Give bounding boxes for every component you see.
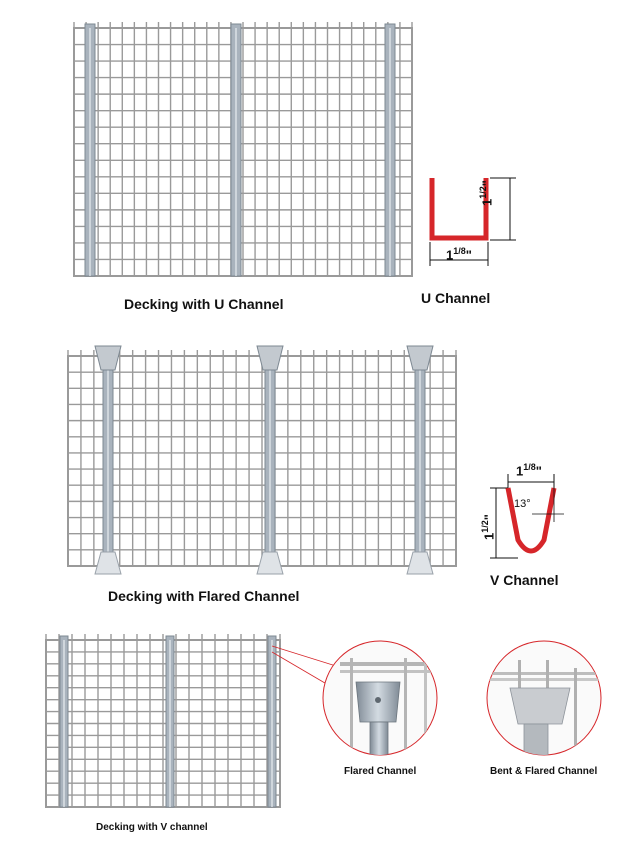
v-width-fraction: 1/8 xyxy=(523,462,536,472)
u-height-fraction: 1/2 xyxy=(478,186,488,199)
v-channel-profile-diagram xyxy=(490,474,564,559)
v-channel-profile xyxy=(505,487,557,554)
caption-u-channel: U Channel xyxy=(421,290,491,306)
v-width-label: 11/8" xyxy=(516,462,542,478)
v-height-whole: 1 xyxy=(481,532,497,540)
u-width-unit: " xyxy=(465,247,472,263)
u-width-fraction: 1/8 xyxy=(453,246,466,256)
bent-flared-channel-detail-circle xyxy=(486,640,602,756)
v-height-unit: " xyxy=(481,514,497,521)
u-width-whole: 1 xyxy=(446,247,454,263)
v-width-unit: " xyxy=(535,463,542,479)
deck-channel-flare-top xyxy=(406,345,434,371)
u-height-unit: " xyxy=(479,180,495,187)
u-channel-profile-diagram xyxy=(429,177,516,266)
caption-decking-u-channel: Decking with U Channel xyxy=(124,296,284,312)
flared-detail-contents xyxy=(340,658,437,755)
v-width-whole: 1 xyxy=(516,463,524,479)
leader-line-top xyxy=(271,645,337,667)
u-height-label: 11/2" xyxy=(478,180,494,206)
deck-channel-flare-top xyxy=(256,345,284,371)
caption-flared-channel-detail: Flared Channel xyxy=(344,766,417,777)
detail-leader-lines xyxy=(271,645,337,687)
v-height-label: 11/2" xyxy=(480,514,496,540)
deck-channel-flare-bottom xyxy=(94,551,122,575)
v-angle-label: 13° xyxy=(514,498,531,510)
u-channel-profile xyxy=(429,178,489,241)
deck-channel-flare-bottom xyxy=(256,551,284,575)
bent-flared-detail-contents xyxy=(487,660,601,755)
u-width-label: 11/8" xyxy=(446,246,472,262)
flared-channel-detail-circle xyxy=(322,640,438,756)
deck-channel-flare-bottom xyxy=(406,551,434,575)
caption-decking-v-channel: Decking with V channel xyxy=(96,822,208,833)
v-height-fraction: 1/2 xyxy=(480,520,490,533)
leader-line-bottom xyxy=(271,651,331,687)
decking-u-channel-image xyxy=(73,22,413,277)
deck-channel-flare-top xyxy=(94,345,122,371)
caption-v-channel: V Channel xyxy=(490,572,559,588)
caption-bent-flared-channel-detail: Bent & Flared Channel xyxy=(490,766,598,777)
decking-v-channel-image xyxy=(45,634,281,808)
caption-decking-flared-channel: Decking with Flared Channel xyxy=(108,588,300,604)
u-height-whole: 1 xyxy=(479,198,495,206)
decking-flared-channel-image xyxy=(67,345,457,575)
